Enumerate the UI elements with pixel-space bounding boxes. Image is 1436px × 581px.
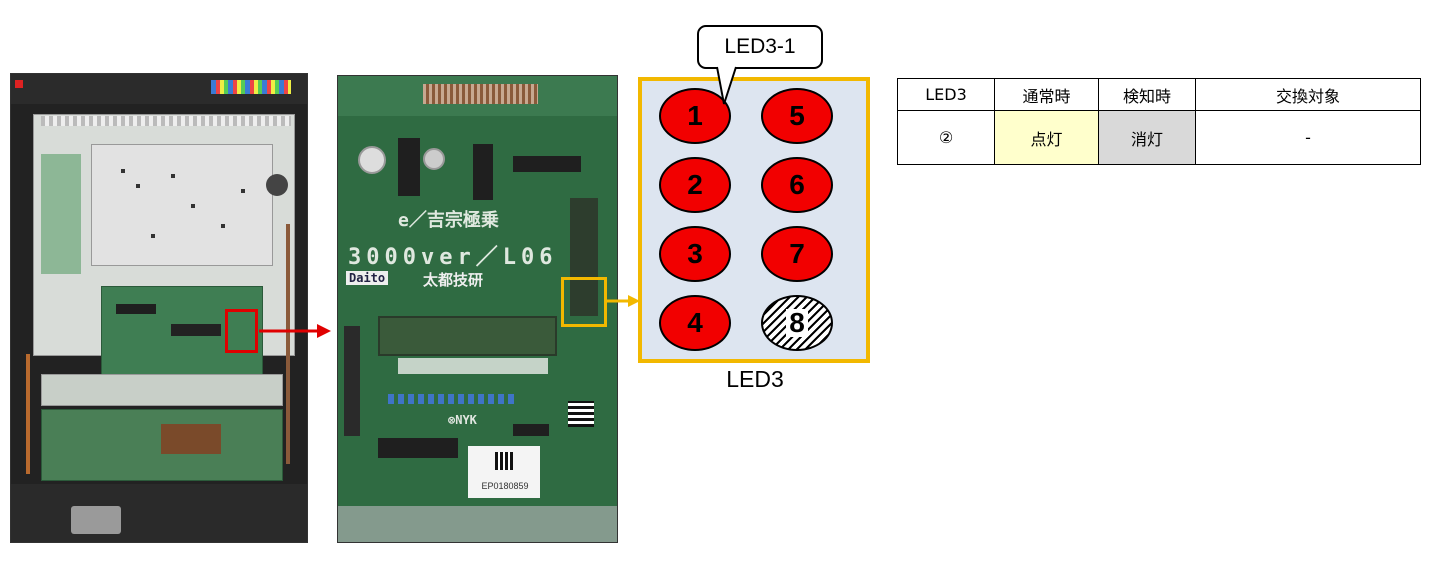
led-4: 4 (659, 295, 731, 351)
header-normal: 通常時 (994, 78, 1099, 111)
plate-hole (136, 184, 140, 188)
machine-indicator (15, 80, 23, 88)
led-6: 6 (761, 157, 833, 213)
board-maker-logo: Daito (346, 271, 389, 285)
machine-cable (26, 354, 30, 474)
led-5: 5 (761, 88, 833, 144)
machine-plate (91, 144, 273, 266)
led3-1-callout: LED3-1 (697, 25, 823, 69)
board-led-header (570, 198, 598, 316)
board-display-window (378, 316, 557, 356)
led3-panel: 1 5 2 6 3 7 4 8 (638, 77, 870, 363)
machine-bottom-frame (11, 484, 307, 542)
board-chip (513, 424, 549, 436)
arrow-right-yellow-icon (606, 295, 640, 307)
led-label: 8 (786, 309, 808, 337)
table-header-row: LED3 通常時 検知時 交換対象 (897, 78, 1421, 111)
led-status-table: LED3 通常時 検知時 交換対象 ② 点灯 消灯 - (897, 78, 1421, 165)
board-maker-name: 太都技研 (423, 271, 484, 289)
board-capacitor (423, 148, 445, 170)
board-white-strip (398, 358, 548, 374)
led-label: 6 (789, 169, 805, 200)
header-led3: LED3 (897, 78, 995, 111)
led-2: 2 (659, 157, 731, 213)
machine-side-board (41, 154, 81, 274)
led-3: 3 (659, 226, 731, 282)
led-8: 8 (761, 295, 833, 351)
machine-photo (10, 73, 308, 543)
board-chip (473, 144, 493, 200)
board-chip (378, 438, 458, 458)
led-label: 7 (789, 238, 805, 269)
plate-hole (121, 169, 125, 173)
plate-hole (241, 189, 245, 193)
highlight-box-yellow (561, 277, 607, 327)
machine-knob (266, 174, 288, 196)
led-label: 1 (687, 100, 703, 131)
board-ribbon-connector (423, 84, 538, 104)
cell-normal-state: 点灯 (994, 110, 1099, 165)
plate-hole (171, 174, 175, 178)
led-label: 4 (687, 307, 703, 338)
machine-cable (286, 224, 290, 464)
callout-pointer-icon (716, 66, 737, 105)
machine-bottom-bracket (71, 506, 121, 534)
machine-chip (171, 324, 221, 336)
callout-text: LED3-1 (724, 35, 796, 58)
led-label: 5 (789, 100, 805, 131)
header-detect: 検知時 (1098, 78, 1196, 111)
qr-code-icon (495, 452, 513, 470)
board-resistor-row (388, 394, 518, 404)
board-side-connector (344, 326, 360, 436)
board-silk-line1: e／吉宗極乗 (398, 210, 499, 231)
board-photo: e／吉宗極乗 3000ver／L06 Daito 太都技研 ⊗NYK EP018… (337, 75, 618, 543)
plate-hole (151, 234, 155, 238)
qr-code-icon (568, 401, 594, 427)
table-row: ② 点灯 消灯 - (897, 110, 1421, 165)
highlight-box-red (225, 309, 258, 353)
cell-detect-state: 消灯 (1098, 110, 1196, 165)
plate-hole (221, 224, 225, 228)
led-label: 3 (687, 238, 703, 269)
led-label: 2 (687, 169, 703, 200)
machine-chip (116, 304, 156, 314)
led-1: 1 (659, 88, 731, 144)
plate-hole (191, 204, 195, 208)
wire-connector-strip (211, 80, 291, 94)
board-chip (513, 156, 581, 172)
board-nyk-mark: ⊗NYK (448, 413, 477, 427)
board-capacitor (358, 146, 386, 174)
led-7: 7 (761, 226, 833, 282)
header-replace: 交換対象 (1195, 78, 1421, 111)
led3-caption: LED3 (726, 366, 784, 392)
board-bottom-cover (338, 506, 617, 542)
cell-replace-target: - (1195, 110, 1421, 165)
machine-ribbon (41, 116, 291, 126)
board-silk-line2: 3000ver／L06 (348, 245, 558, 270)
board-chip (398, 138, 420, 196)
board-label-code: EP0180859 (481, 481, 529, 491)
cell-led-number: ② (897, 110, 995, 165)
arrow-right-red-icon (259, 324, 331, 338)
machine-middle-cover (41, 374, 283, 406)
machine-wiring (161, 424, 221, 454)
